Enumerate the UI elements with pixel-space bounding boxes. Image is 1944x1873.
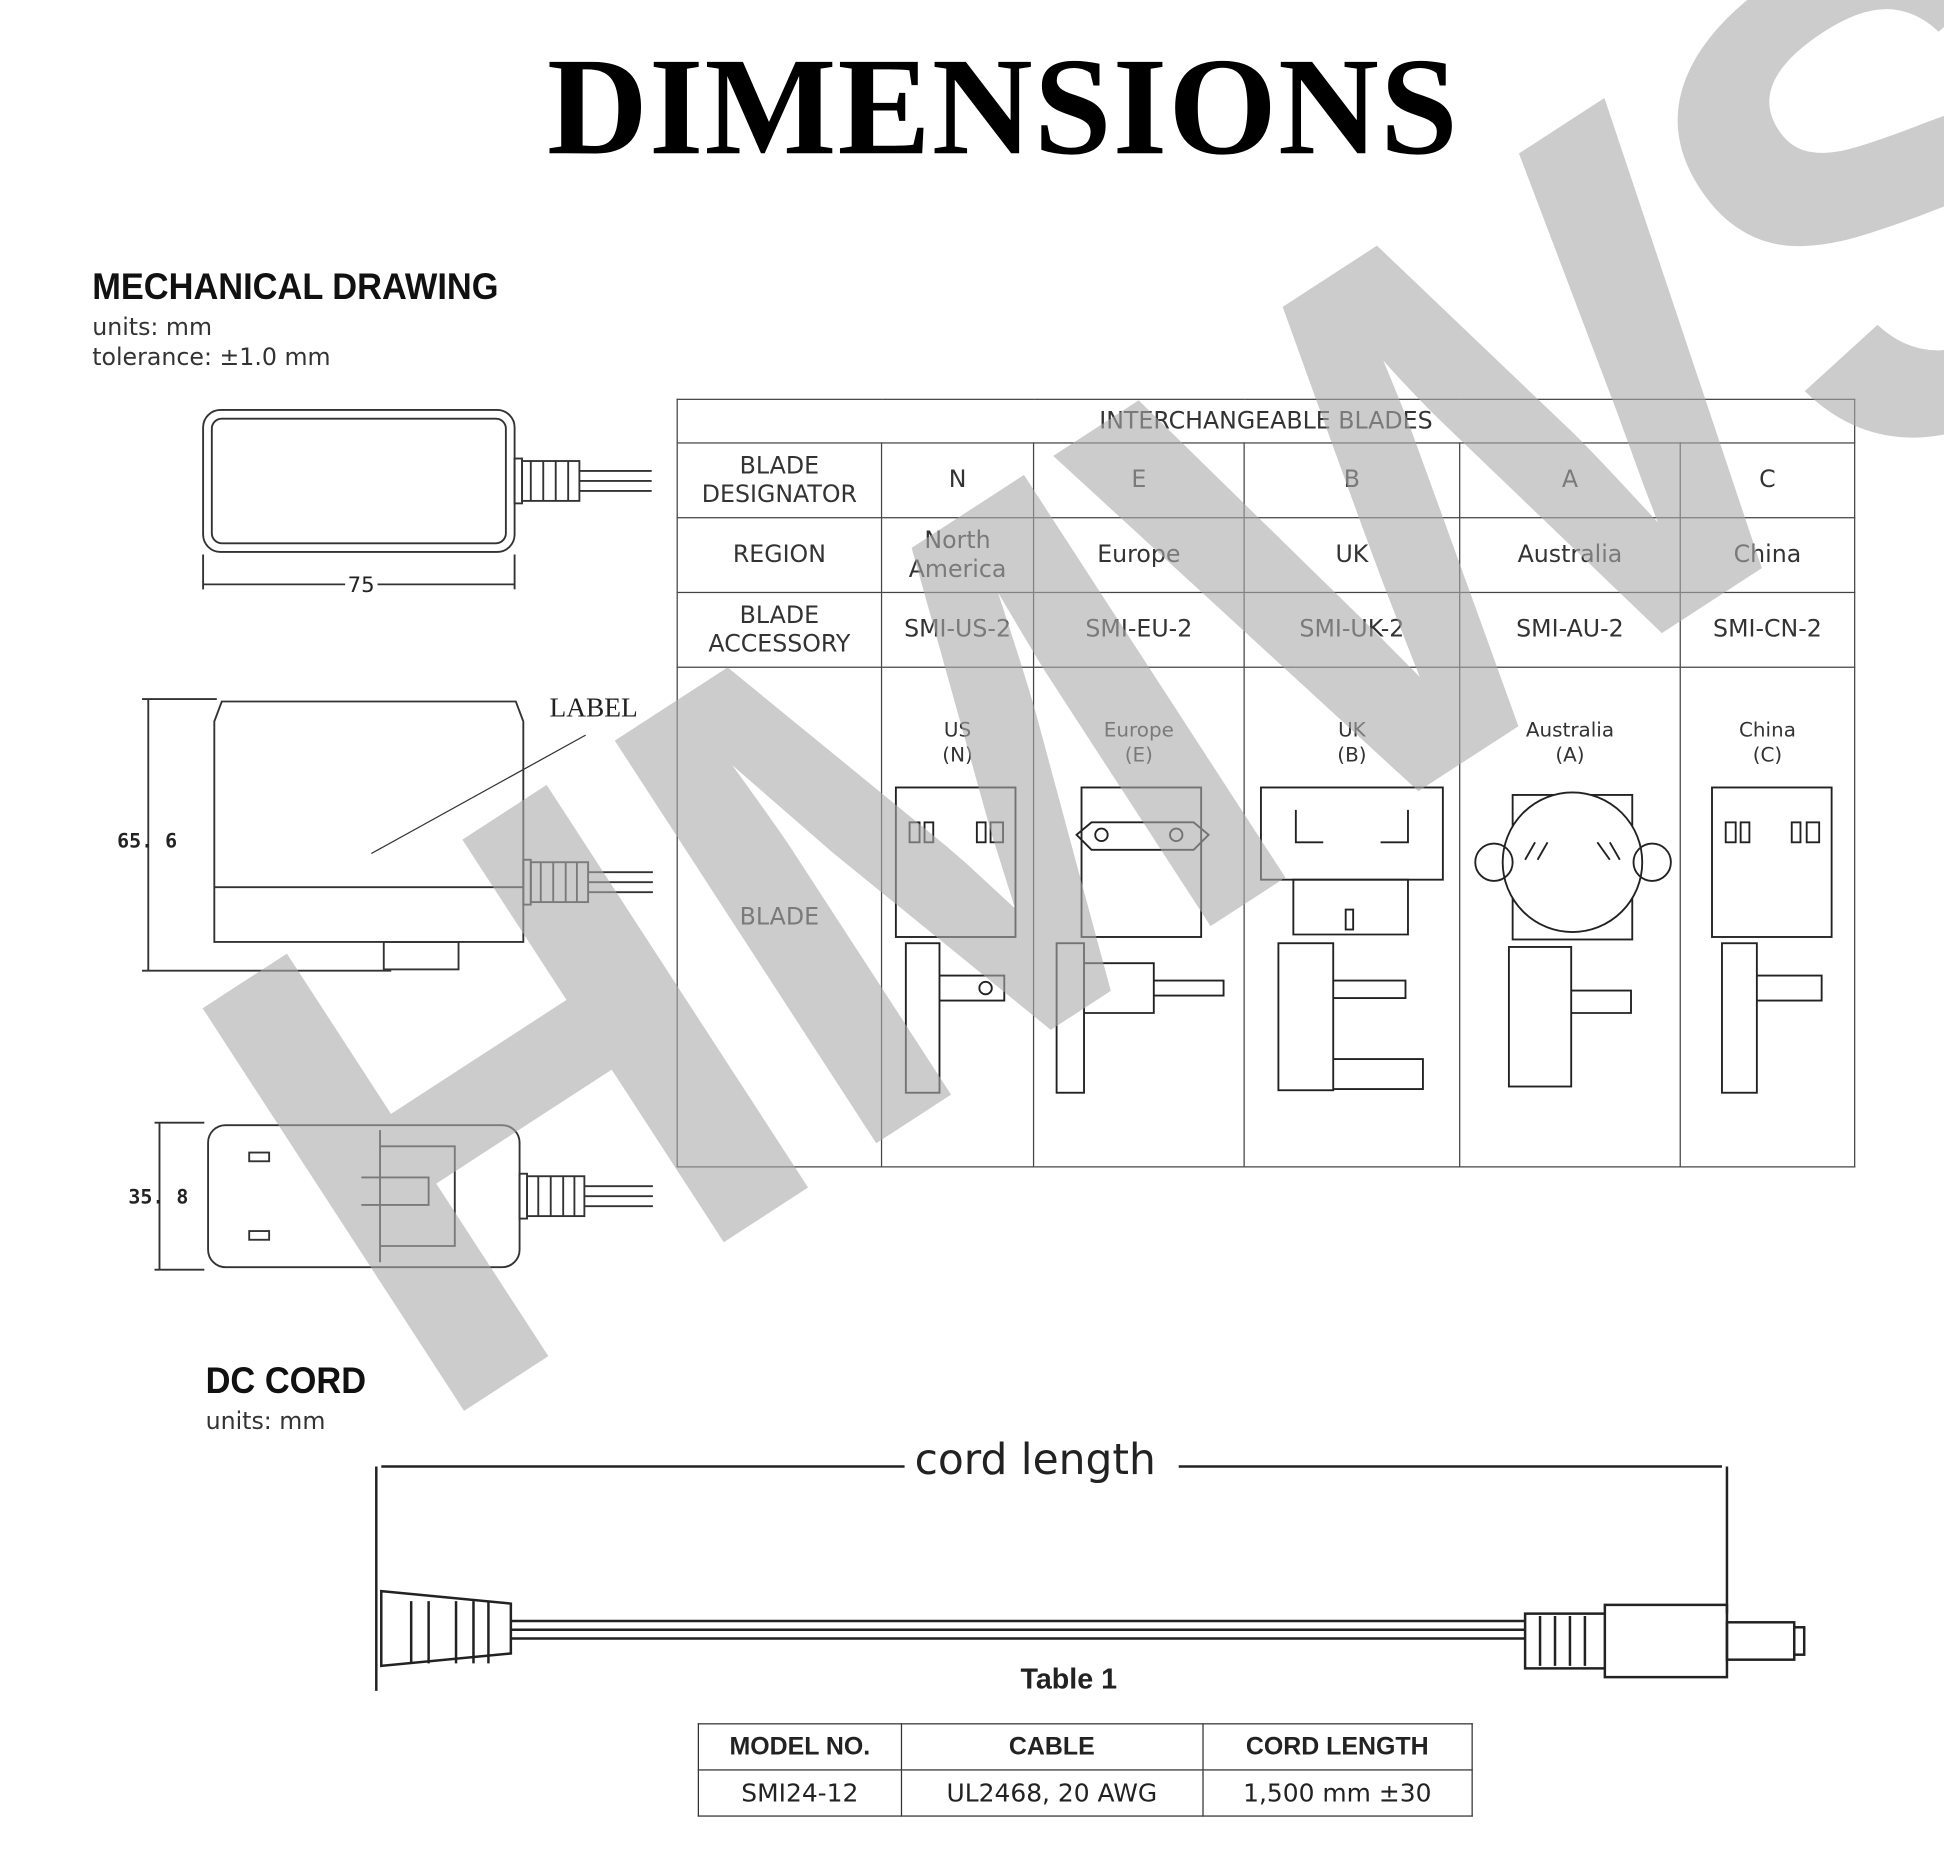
blade-cell-europe: Europe(E): [1032, 666, 1245, 1168]
dc-cord-heading: DC CORD: [205, 1360, 367, 1402]
row-label-region: REGION: [676, 517, 883, 594]
label-callout: LABEL: [549, 691, 638, 723]
blade-cell-us: US(N): [880, 666, 1035, 1168]
mechanical-drawing-heading: MECHANICAL DRAWING: [92, 266, 499, 308]
accessory-cell: SMI-US-2: [880, 591, 1035, 668]
cell-model: SMI24-12: [697, 1769, 902, 1817]
designator-cell: B: [1243, 442, 1461, 519]
blade-cell-australia: Australia(A): [1459, 666, 1681, 1168]
blade-caption: Europe: [1103, 717, 1174, 742]
row-label-designator: BLADE DESIGNATOR: [676, 442, 883, 519]
blade-caption: Australia: [1525, 717, 1615, 742]
height-dimension: 65. 6: [117, 828, 178, 853]
region-cell: UK: [1243, 517, 1461, 594]
blade-caption-code: (B): [1337, 742, 1367, 767]
bottom-view-drawing: [154, 1121, 653, 1271]
designator-cell: C: [1679, 442, 1856, 519]
row-label-accessory: BLADE ACCESSORY: [676, 591, 883, 668]
cell-cable: UL2468, 20 AWG: [900, 1769, 1204, 1817]
designator-cell: N: [880, 442, 1035, 519]
side-view-drawing: [142, 698, 653, 972]
blade-caption-code: (A): [1555, 742, 1585, 767]
depth-dimension: 35. 8: [128, 1184, 189, 1209]
region-cell: Europe: [1032, 517, 1245, 594]
table-title: Table 1: [1020, 1662, 1118, 1695]
cord-length-label: cord length: [914, 1435, 1156, 1486]
blade-caption: China: [1738, 717, 1796, 742]
top-view-drawing: [202, 408, 652, 590]
region-cell: Australia: [1459, 517, 1681, 594]
tolerance-text: tolerance: ±1.0 mm: [92, 343, 331, 372]
blade-cell-china: China(C): [1679, 666, 1856, 1168]
region-cell: China: [1679, 517, 1856, 594]
accessory-cell: SMI-EU-2: [1032, 591, 1245, 668]
blade-cell-uk: UK(B): [1243, 666, 1461, 1168]
blade-caption-code: (N): [942, 742, 973, 767]
width-dimension: 75: [345, 573, 378, 599]
page-title: DIMENSIONS: [547, 29, 1460, 185]
accessory-cell: SMI-UK-2: [1243, 591, 1461, 668]
blade-caption-code: (E): [1124, 742, 1153, 767]
header-cord-length: CORD LENGTH: [1201, 1723, 1473, 1771]
blade-caption: UK: [1338, 717, 1366, 742]
units-text: units: mm: [92, 313, 213, 342]
row-label-blade: BLADE: [676, 666, 883, 1168]
cell-cord-length: 1,500 mm ±30: [1201, 1769, 1473, 1817]
region-cell: North America: [880, 517, 1035, 594]
interchangeable-blades-table: INTERCHANGEABLE BLADES BLADE DESIGNATOR …: [676, 398, 1856, 1168]
accessory-cell: SMI-CN-2: [1679, 591, 1856, 668]
dc-cord-drawing: [375, 1465, 1806, 1691]
designator-cell: A: [1459, 442, 1681, 519]
header-model: MODEL NO.: [697, 1723, 902, 1771]
blade-caption: US: [943, 717, 972, 742]
accessory-cell: SMI-AU-2: [1459, 591, 1681, 668]
blade-caption-code: (C): [1752, 742, 1783, 767]
blades-table-header: INTERCHANGEABLE BLADES: [676, 398, 1856, 444]
dc-cord-units: units: mm: [205, 1407, 326, 1436]
designator-cell: E: [1032, 442, 1245, 519]
header-cable: CABLE: [900, 1723, 1204, 1771]
